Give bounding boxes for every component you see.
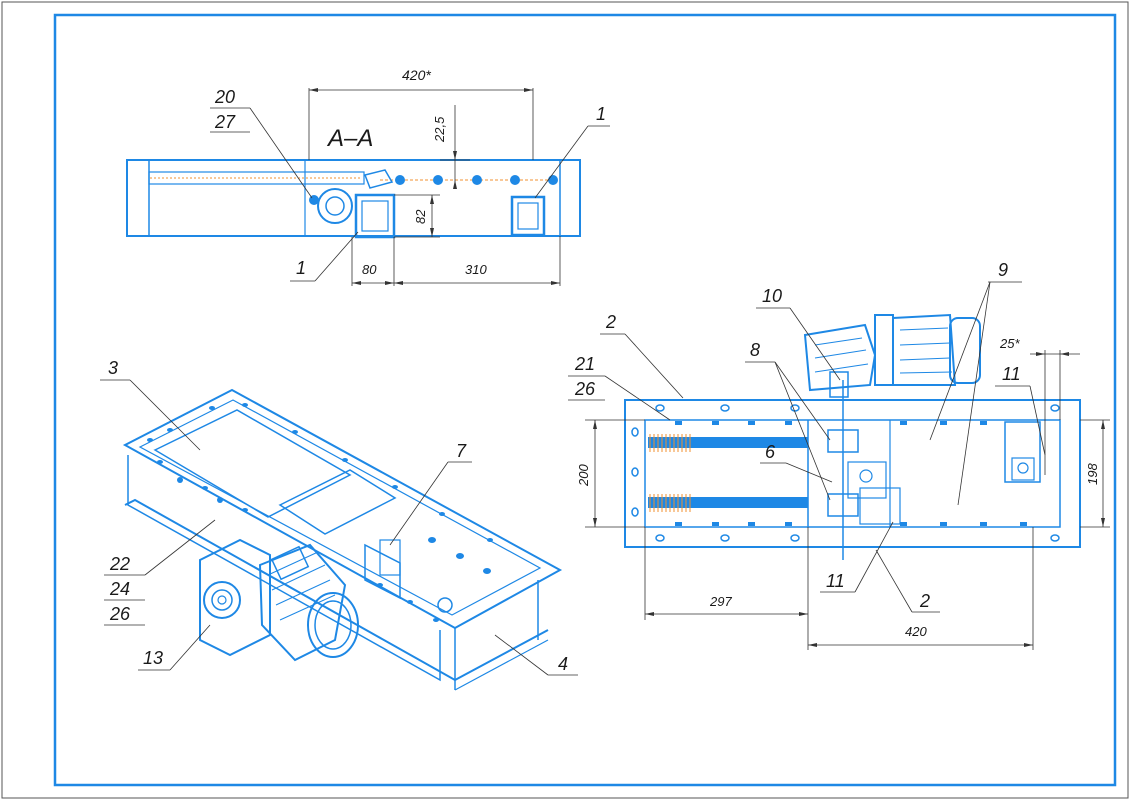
callout-3: 3 (108, 358, 118, 378)
callout-9: 9 (998, 260, 1008, 280)
isometric-view: 3 7 22 24 26 13 4 (100, 358, 578, 691)
inner-frame (53, 13, 1117, 787)
callout-2-top: 2 (605, 312, 616, 332)
callout-8: 8 (750, 340, 760, 360)
dim-25: 25* (999, 336, 1020, 351)
dim-22-5: 22,5 (432, 116, 447, 143)
callout-22: 22 (109, 554, 130, 574)
callout-20: 20 (214, 87, 235, 107)
callout-11-right: 11 (1002, 364, 1021, 384)
callout-2-bottom: 2 (919, 591, 930, 611)
dim-310: 310 (465, 262, 487, 277)
section-title: A–A (326, 125, 373, 152)
callout-1-bottom: 1 (296, 258, 306, 278)
callout-26-plan: 26 (574, 379, 596, 399)
dim-82: 82 (413, 209, 428, 224)
dim-80: 80 (362, 262, 377, 277)
dim-420-top: 420* (402, 67, 431, 83)
callout-6: 6 (765, 442, 776, 462)
callout-24: 24 (109, 579, 130, 599)
callout-1-top: 1 (596, 104, 606, 124)
dim-198: 198 (1085, 463, 1100, 485)
plan-view: 200 198 25* 297 420 2 21 26 (568, 260, 1110, 650)
callout-26-iso: 26 (109, 604, 131, 624)
callout-10: 10 (762, 286, 782, 306)
callout-13: 13 (143, 648, 163, 668)
callout-11-bottom: 11 (826, 571, 845, 591)
dim-420-plan: 420 (905, 624, 927, 639)
section-view: A–A 420* (126, 67, 610, 286)
callout-4: 4 (558, 654, 568, 674)
callout-7: 7 (456, 441, 467, 461)
callout-21: 21 (574, 354, 595, 374)
dim-200: 200 (576, 464, 591, 487)
callout-27: 27 (214, 112, 236, 132)
dim-297: 297 (709, 594, 732, 609)
